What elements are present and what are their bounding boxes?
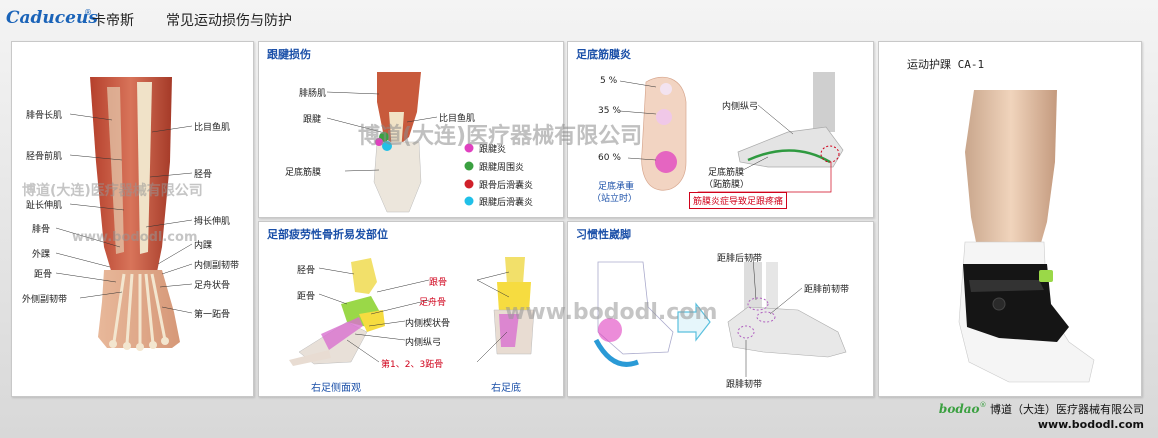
caption-sole-view: 右足底 (491, 383, 521, 394)
label-extensor-hallucis: 拇长伸肌 (194, 217, 231, 227)
product-panel: 运动护踝 CA-1 (878, 41, 1142, 397)
pct-heel: 60 % (598, 153, 621, 163)
legend-retrocalcaneal-bursitis: 跟骨后滑囊炎 (479, 181, 534, 191)
label-navicular: 足舟状骨 (194, 281, 231, 291)
sprain-panel: 习惯性崴脚 距腓后韧带 距腓前韧带 跟腓韧带 (567, 221, 874, 397)
bearing-label: 足底承重 (598, 182, 635, 192)
plantar-illustration (619, 72, 844, 200)
label-soleus: 比目鱼肌 (194, 123, 231, 133)
fracture-title: 足部疲劳性骨折易发部位 (267, 228, 388, 241)
achilles-panel: 跟腱损伤 腓肠肌 跟腱 比目鱼肌 足底筋膜 跟腱炎 跟腱周围炎 跟骨后滑囊炎 跟… (258, 41, 564, 218)
label-metatarsals: 第1、2、3跖骨 (381, 360, 444, 370)
label-peroneus-longus: 腓骨长肌 (26, 111, 63, 121)
page-title: 常见运动损伤与防护 (166, 13, 292, 29)
label-tibia: 胫骨 (194, 170, 213, 180)
pct-toes: 5 % (600, 76, 618, 86)
footer-url[interactable]: www.bododl.com (1037, 418, 1144, 431)
fracture-panel: 足部疲劳性骨折易发部位 胫骨 距骨 跟骨 足舟骨 内侧楔状骨 内侧纵弓 第1、2… (258, 221, 564, 397)
label-first-metatarsal: 第一跖骨 (194, 310, 231, 320)
label-tibialis-anterior: 胫骨前肌 (26, 152, 63, 162)
label-medial-arch: 内侧纵弓 (722, 102, 759, 112)
label-extensor-digitorum: 趾长伸肌 (26, 201, 63, 211)
label-medial-cuneiform: 内侧楔状骨 (405, 319, 451, 329)
label-plantar-fascia: 足底筋膜 (285, 168, 322, 178)
label-soleus-2: 比目鱼肌 (439, 114, 476, 124)
label-medial-malleolus: 内踝 (194, 241, 213, 251)
plantar-panel: 足底筋膜炎 5 % 35 % 60 % 足底承重 （站立时） 内侧纵弓 足底筋膜… (567, 41, 874, 218)
label-medial-arch-2: 内侧纵弓 (405, 338, 442, 348)
footer: bodao® 博道（大连）医疗器械有限公司 www.bododl.com (844, 401, 1144, 435)
plantar-note: 筋膜炎症导致足跟疼痛 (689, 192, 788, 209)
fracture-illustration (289, 257, 535, 366)
sprain-title: 习惯性崴脚 (576, 228, 631, 241)
footer-logo: bodao (938, 402, 980, 416)
legend-achilles-tendinitis: 跟腱炎 (479, 145, 507, 155)
header: Caduceus ® 卡帝斯 常见运动损伤与防护 (6, 8, 406, 30)
label-lateral-collateral: 外侧副韧带 (22, 295, 68, 305)
achilles-illustration (326, 72, 474, 213)
pct-forefoot: 35 % (598, 106, 621, 116)
label-calcaneus: 跟骨 (429, 278, 448, 288)
footer-company: 博道（大连）医疗器械有限公司 (990, 403, 1144, 416)
label-post-talofibular: 距腓后韧带 (717, 254, 763, 264)
product-illustration (958, 90, 1095, 383)
label-plantar-fascia-2: 足底筋膜 (708, 168, 745, 178)
brand-cn: 卡帝斯 (92, 13, 134, 29)
leg-illustration (55, 77, 193, 351)
label-talus: 距骨 (34, 270, 53, 280)
leg-anatomy-panel: 腓骨长肌 胫骨前肌 趾长伸肌 腓骨 外踝 距骨 外侧副韧带 比目鱼肌 胫骨 拇长… (11, 41, 254, 397)
legend-achilles-bursitis: 跟腱后滑囊炎 (479, 198, 534, 208)
label-medial-collateral: 内侧副韧带 (194, 261, 240, 271)
caption-lateral-view: 右足侧面观 (311, 383, 361, 394)
sprain-illustration (593, 256, 847, 377)
achilles-title: 跟腱损伤 (267, 48, 311, 61)
label-lateral-malleolus: 外踝 (32, 250, 51, 260)
footer-line1: bodao® 博道（大连）医疗器械有限公司 (939, 401, 1144, 417)
label-talus-2: 距骨 (297, 292, 316, 302)
label-navicular-2: 足舟骨 (419, 298, 447, 308)
label-achilles-tendon: 跟腱 (303, 115, 322, 125)
plantar-title: 足底筋膜炎 (576, 48, 631, 61)
bearing-standing: （站立时） (592, 194, 638, 204)
brand-logo: Caduceus (6, 8, 98, 28)
label-plantar-fascia-alt: （跖筋膜） (704, 180, 750, 190)
label-ant-talofibular: 距腓前韧带 (804, 285, 850, 295)
label-tibia-2: 胫骨 (297, 266, 316, 276)
footer-reg: ® (979, 401, 987, 409)
brand-reg: ® (84, 8, 92, 17)
label-calcaneofibular: 跟腓韧带 (726, 380, 763, 390)
legend-paratenonitis: 跟腱周围炎 (479, 163, 525, 173)
label-gastrocnemius: 腓肠肌 (299, 89, 327, 99)
product-title: 运动护踝 CA-1 (907, 58, 985, 71)
label-fibula: 腓骨 (32, 225, 51, 235)
